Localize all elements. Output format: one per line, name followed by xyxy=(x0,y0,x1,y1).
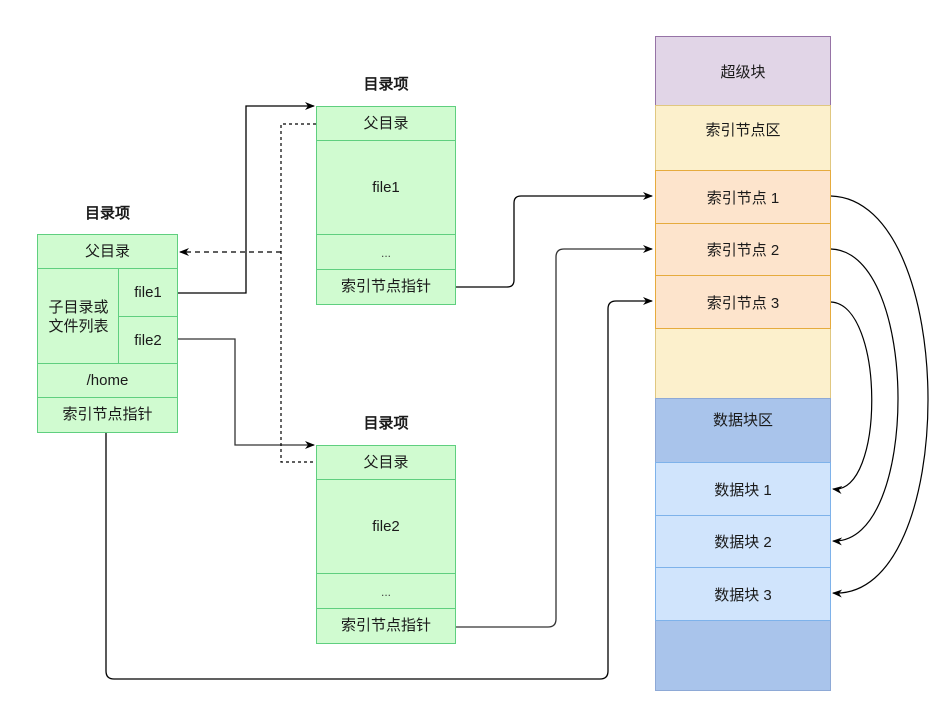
edge-ptr1-to-inode1 xyxy=(456,192,653,288)
disk-layout: 超级块 索引节点区 索引节点 1 索引节点 2 索引节点 3 数据块区 数据块 … xyxy=(655,36,831,691)
root-entry-title: 目录项 xyxy=(84,205,130,222)
inode-2: 索引节点 2 xyxy=(655,223,831,276)
edge-file2-to-entry xyxy=(178,338,315,449)
edge-parent-dashed-1 xyxy=(280,123,316,463)
entry-file2-name: file2 xyxy=(316,479,456,575)
edge-root-ptr-to-inode3 xyxy=(105,297,653,680)
root-directory-entry: 父目录 子目录或 文件列表 file1 file2 /home 索引节点指针 xyxy=(37,234,178,433)
inode-1: 索引节点 1 xyxy=(655,170,831,224)
entry-file1: 父目录 file1 ... 索引节点指针 xyxy=(316,106,456,306)
entry-file2-parent: 父目录 xyxy=(316,445,456,481)
edge-inode1-to-db1 xyxy=(830,195,929,598)
root-inode-ptr-cell: 索引节点指针 xyxy=(37,397,178,433)
edge-ptr2-to-inode2 xyxy=(456,245,653,628)
root-parent-cell: 父目录 xyxy=(37,234,178,270)
entry-file2-ellipsis: ... xyxy=(316,573,456,610)
root-name-cell: /home xyxy=(37,363,178,399)
root-file2-cell: file2 xyxy=(118,316,178,365)
root-list-label: 子目录或 文件列表 xyxy=(37,268,120,365)
entry-file2-title: 目录项 xyxy=(363,415,409,432)
entry-file1-inode-ptr: 索引节点指针 xyxy=(316,269,456,305)
entry-file1-name: file1 xyxy=(316,140,456,236)
entry-file2: 父目录 file2 ... 索引节点指针 xyxy=(316,445,456,645)
data-block-2: 数据块 2 xyxy=(655,515,831,568)
data-block-3: 数据块 3 xyxy=(655,567,831,621)
entry-file1-title: 目录项 xyxy=(363,76,409,93)
entry-file1-parent: 父目录 xyxy=(316,106,456,142)
edge-file1-to-entry xyxy=(178,102,315,294)
root-file1-cell: file1 xyxy=(118,268,178,318)
inode-3: 索引节点 3 xyxy=(655,275,831,329)
edge-inode2-to-db2 xyxy=(830,248,899,546)
superblock: 超级块 xyxy=(655,36,831,106)
data-block-1: 数据块 1 xyxy=(655,462,831,516)
edge-inode3-to-db3 xyxy=(830,301,873,494)
entry-file1-ellipsis: ... xyxy=(316,234,456,271)
entry-file2-inode-ptr: 索引节点指针 xyxy=(316,608,456,644)
